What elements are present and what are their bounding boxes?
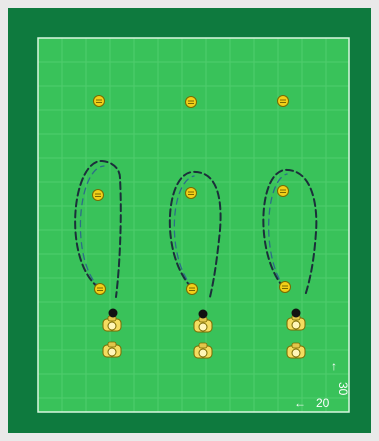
- cone-left-bottom: [95, 284, 106, 295]
- width-arrow-icon: ←: [294, 396, 306, 410]
- length-dimension-label: 30: [336, 382, 350, 396]
- cone-right-middle: [278, 186, 289, 197]
- ball-center: [199, 310, 208, 319]
- cone-left-middle: [93, 190, 104, 201]
- cone-left-top: [94, 96, 105, 107]
- cone-right-bottom: [280, 282, 291, 293]
- ball-left: [109, 309, 118, 318]
- cone-center-middle: [186, 188, 197, 199]
- length-arrow-icon: ↑: [331, 359, 337, 373]
- cone-center-bottom: [187, 284, 198, 295]
- ball-right: [292, 309, 301, 318]
- cone-center-top: [186, 97, 197, 108]
- cone-right-top: [278, 96, 289, 107]
- width-dimension-label: 20: [316, 396, 330, 410]
